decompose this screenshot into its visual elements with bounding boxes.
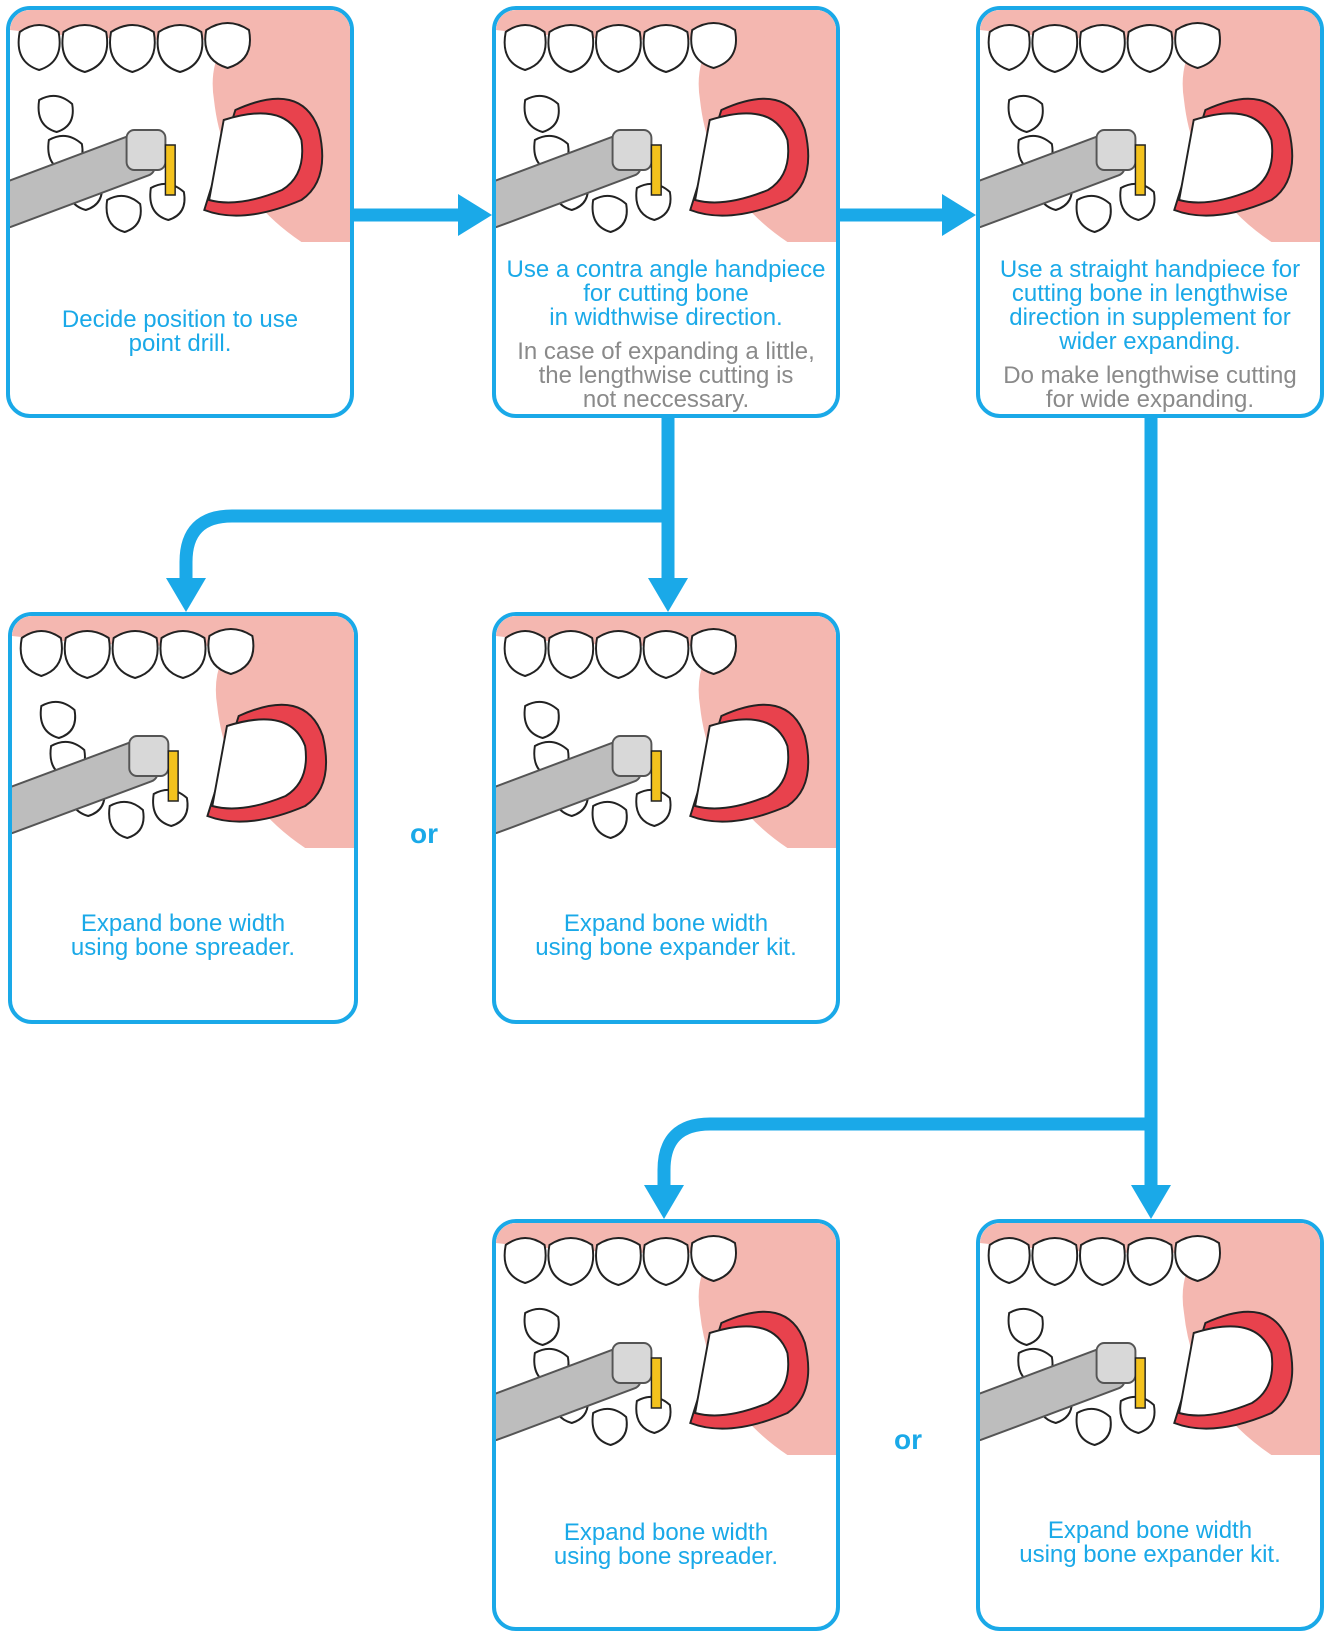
- arrowhead-to-6: [644, 1185, 684, 1219]
- step-3-line: cutting bone in lengthwise: [1011, 280, 1289, 307]
- step-5-line: using bone expander kit.: [535, 934, 797, 961]
- step-5-illustration: [496, 616, 836, 848]
- step-6-line: Expand bone width: [563, 1519, 769, 1546]
- step-7-card: Expand bone width using bone expander ki…: [976, 1219, 1324, 1631]
- step-4-card: Expand bone width using bone spreader.: [8, 612, 358, 1024]
- step-3-note-line: for wide expanding.: [1045, 386, 1255, 413]
- arrowhead-2-3: [942, 194, 976, 236]
- or-label-2: or: [894, 1424, 922, 1455]
- step-2-note-line: the lengthwise cutting is: [538, 362, 794, 389]
- step-6-card: Expand bone width using bone spreader.: [492, 1219, 840, 1631]
- step-4-line: Expand bone width: [80, 910, 286, 937]
- step-3-illustration: [980, 10, 1320, 242]
- step-2-note-line: In case of expanding a little,: [517, 338, 815, 365]
- step-2-line: for cutting bone: [583, 280, 749, 307]
- connector-3-6: [657, 1117, 1151, 1187]
- connector-2-4: [179, 509, 668, 580]
- or-label-1: or: [410, 818, 438, 849]
- step-7-illustration: [980, 1223, 1320, 1455]
- step-6-text: Expand bone width using bone spreader.: [502, 1521, 830, 1569]
- step-5-line: Expand bone width: [563, 910, 769, 937]
- step-3-line: direction in supplement for: [1009, 304, 1291, 331]
- step-2-card: Use a contra angle handpiece for cutting…: [492, 6, 840, 418]
- step-3-card: Use a straight handpiece for cutting bon…: [976, 6, 1324, 418]
- arrowhead-to-7: [1131, 1185, 1171, 1219]
- step-1-line: Decide position to use: [61, 306, 299, 333]
- step-2-line: in widthwise direction.: [549, 304, 783, 331]
- arrowhead-1-2: [458, 194, 492, 236]
- step-2-illustration: [496, 10, 836, 242]
- step-4-illustration: [12, 616, 354, 848]
- step-7-line: Expand bone width: [1047, 1517, 1253, 1544]
- step-1-card: Decide position to use point drill.: [6, 6, 354, 418]
- step-5-text: Expand bone width using bone expander ki…: [502, 912, 830, 960]
- arrowhead-to-4: [166, 578, 206, 612]
- step-7-line: using bone expander kit.: [1019, 1541, 1281, 1568]
- step-3-line: Use a straight handpiece for: [999, 256, 1301, 283]
- step-1-text: Decide position to use point drill.: [16, 308, 344, 356]
- step-1-line: point drill.: [128, 330, 232, 357]
- step-5-card: Expand bone width using bone expander ki…: [492, 612, 840, 1024]
- step-4-line: using bone spreader.: [70, 934, 296, 961]
- step-2-line: Use a contra angle handpiece: [506, 256, 826, 283]
- step-7-text: Expand bone width using bone expander ki…: [986, 1519, 1314, 1567]
- step-1-illustration: [10, 10, 350, 242]
- arrowhead-to-5: [648, 578, 688, 612]
- step-6-illustration: [496, 1223, 836, 1455]
- step-3-note-line: Do make lengthwise cutting: [1003, 362, 1297, 389]
- step-6-line: using bone spreader.: [553, 1543, 779, 1570]
- step-4-text: Expand bone width using bone spreader.: [18, 912, 348, 960]
- step-3-text: Use a straight handpiece for cutting bon…: [986, 258, 1314, 412]
- step-2-note-line: not neccessary.: [582, 386, 750, 413]
- step-3-line: wider expanding.: [1059, 328, 1241, 355]
- step-2-text: Use a contra angle handpiece for cutting…: [502, 258, 830, 412]
